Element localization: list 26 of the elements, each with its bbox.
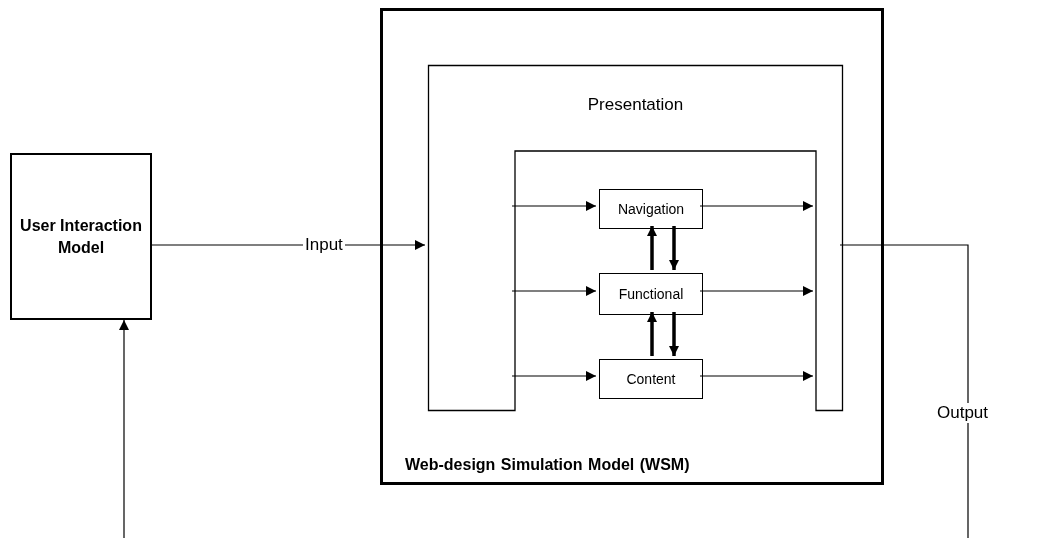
arrow [511, 371, 597, 381]
process-label: Navigation [616, 201, 686, 217]
model-box [380, 8, 884, 485]
arrow [699, 286, 814, 296]
arrow [699, 201, 814, 211]
arrow [647, 226, 657, 270]
arrow [669, 312, 679, 356]
process-label: Functional [617, 286, 685, 302]
arrow [511, 286, 597, 296]
arrow [647, 312, 657, 356]
model-box [10, 153, 152, 320]
process-label: Content [625, 371, 677, 387]
process-box [599, 359, 703, 399]
edge-label: Output [935, 403, 991, 423]
layer-title: Presentation [586, 95, 685, 115]
presentation-layer [428, 65, 843, 411]
model-title: User Interaction Model [19, 216, 143, 258]
arrow [511, 201, 597, 211]
edge-label: Input [303, 235, 345, 255]
arrow [669, 226, 679, 270]
process-box [599, 189, 703, 229]
process-box [599, 273, 703, 315]
connector-line [119, 319, 129, 538]
arrow [699, 371, 814, 381]
connector-line [839, 244, 969, 538]
model-title: Web-design Simulation Model (WSM) [405, 456, 690, 474]
